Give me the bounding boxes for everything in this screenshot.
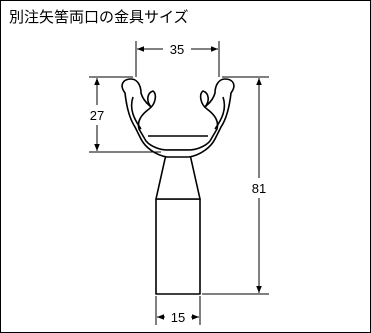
dimension-bottom-width: 15 [155, 296, 201, 325]
diagram-title: 別注矢筈両口の金具サイズ [9, 8, 189, 26]
dimension-label-fork-height: 27 [90, 108, 104, 123]
dimension-total-height: 81 [202, 76, 269, 295]
dimension-label-total-height: 81 [252, 181, 266, 196]
dimension-fork-height: 27 [89, 76, 161, 153]
dimension-label-bottom-width: 15 [171, 310, 185, 325]
fitting-shaft [155, 198, 201, 295]
dimension-label-top-width: 35 [170, 42, 184, 57]
dimension-top-width: 35 [135, 41, 220, 77]
fitting-fork [121, 78, 235, 158]
fitting-outline [121, 78, 235, 295]
